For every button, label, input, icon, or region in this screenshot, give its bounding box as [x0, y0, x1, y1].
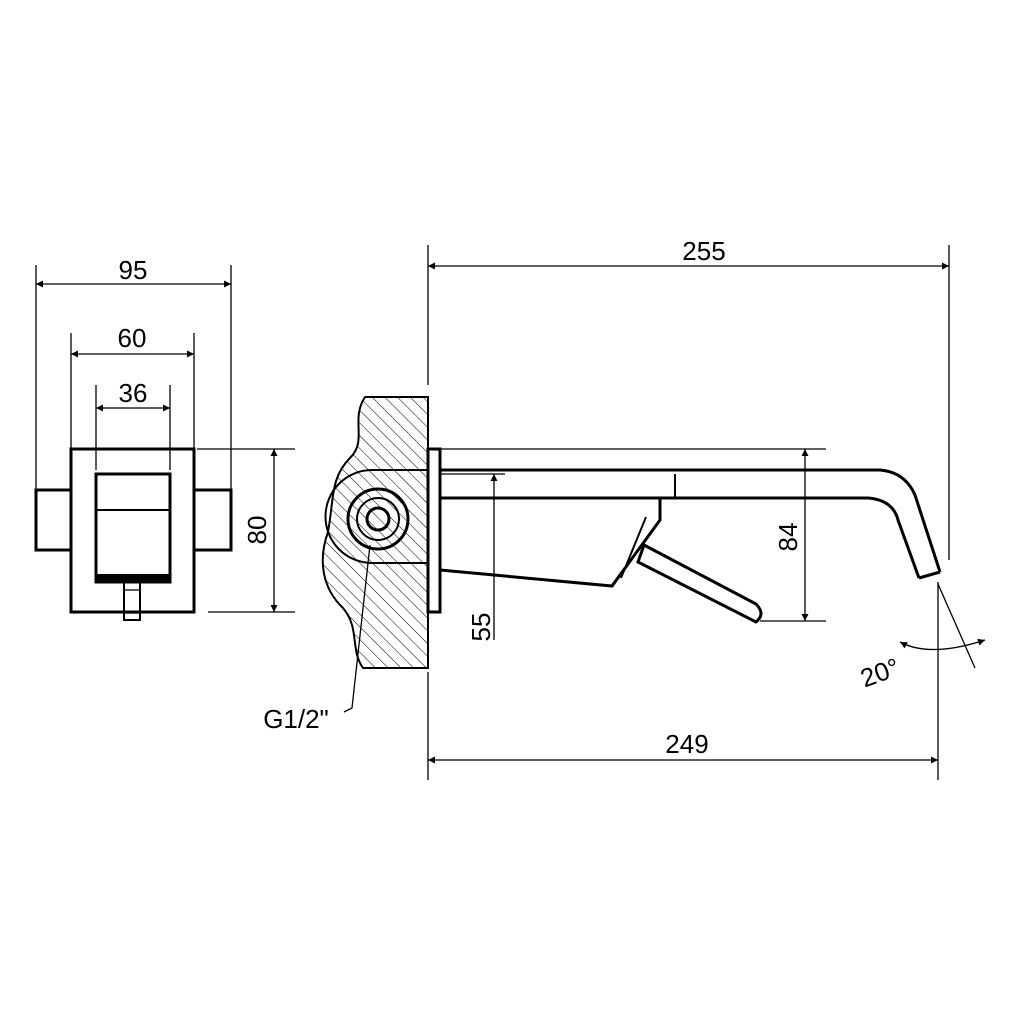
side-lever — [636, 542, 763, 624]
lever-base — [96, 574, 170, 582]
right-nub — [192, 488, 233, 552]
pipe-fitting-ring — [356, 497, 400, 541]
side-view: 255 249 84 55 20° G1/2" — [263, 236, 986, 780]
dim-60-label: 60 — [118, 323, 147, 353]
lever-body — [94, 472, 172, 584]
dim-55-label: 55 — [466, 613, 496, 642]
dim-84-label: 84 — [773, 523, 803, 552]
dim-95-label: 95 — [119, 255, 148, 285]
thread-label: G1/2" — [263, 704, 329, 734]
left-nub — [34, 488, 73, 552]
dim-80-label: 80 — [242, 516, 272, 545]
front-view: 95 60 36 80 — [34, 255, 295, 621]
pipe-fitting-inner — [365, 506, 391, 532]
pipe-fitting-outer — [346, 487, 410, 551]
dim-255-label: 255 — [682, 236, 725, 266]
angle-label: 20° — [856, 652, 903, 694]
dim-36-label: 36 — [119, 378, 148, 408]
dim-249-label: 249 — [665, 729, 708, 759]
wall-flange — [426, 447, 442, 614]
spout-body — [440, 468, 942, 573]
angle-arc — [899, 638, 986, 651]
thread-leader — [343, 544, 371, 713]
lever-handle — [123, 581, 141, 621]
wall-section — [321, 396, 429, 669]
mixer-body — [439, 498, 662, 588]
